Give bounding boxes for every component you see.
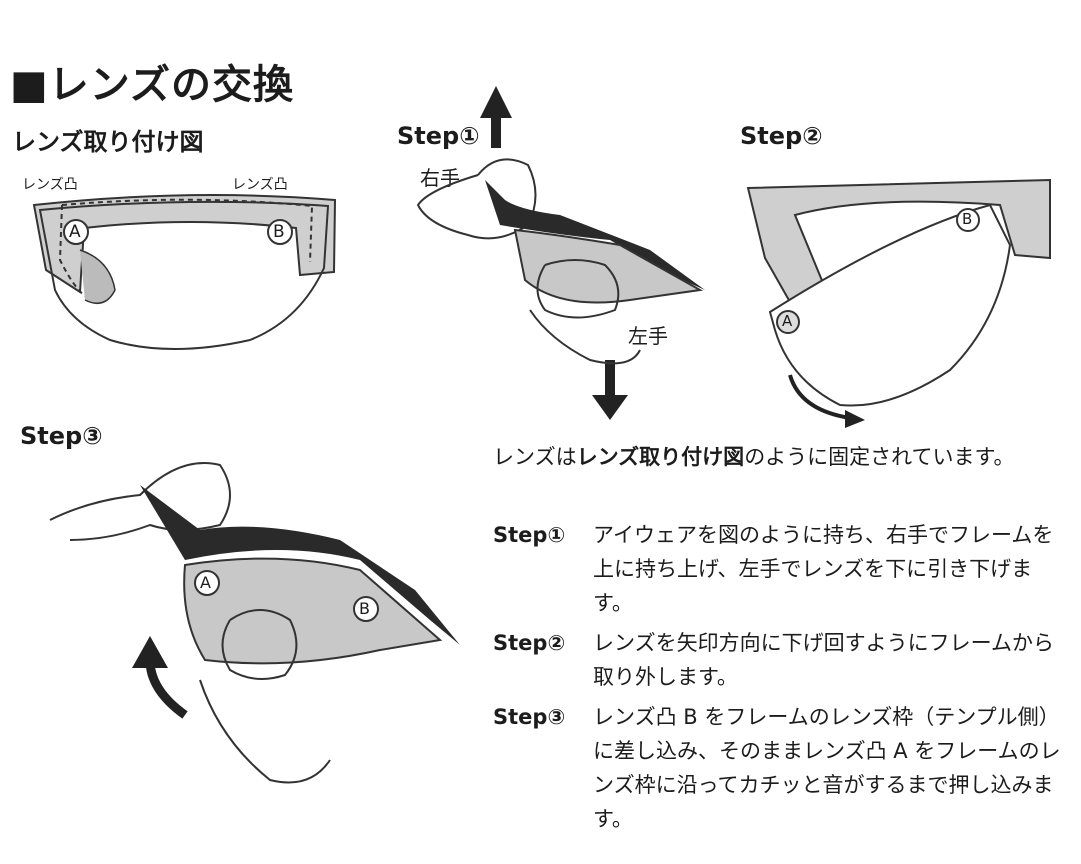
- step-tag: Step①: [493, 523, 566, 547]
- step-tag: Step②: [493, 631, 566, 655]
- step1-figure-heading: Step①: [397, 122, 480, 150]
- step-item-2: Step② レンズを矢印方向に下げ回すようにフレームから取り外します。: [493, 626, 1063, 694]
- intro-text-before: レンズは: [493, 445, 577, 469]
- step-text: レンズを矢印方向に下げ回すようにフレームから取り外します。: [593, 631, 1054, 689]
- step-text: アイウェアを図のように持ち、右手でフレームを上に持ち上げ、左手でレンズを下に引き…: [593, 523, 1054, 615]
- right-hand-label: 右手: [420, 166, 460, 190]
- left-hand-label: 左手: [628, 324, 668, 348]
- step3-marker-a: A: [200, 573, 211, 592]
- marker-a-label: A: [69, 222, 81, 242]
- steps-list: Step① アイウェアを図のように持ち、右手でフレームを上に持ち上げ、左手でレン…: [493, 518, 1063, 842]
- step-item-3: Step③ レンズ凸 B をフレームのレンズ枠（テンプル側）に差し込み、そのまま…: [493, 700, 1063, 836]
- diagram-heading: レンズ取り付け図: [12, 128, 204, 156]
- intro-text-bold: レンズ取り付け図: [576, 445, 745, 469]
- step3-figure-heading: Step③: [20, 422, 103, 450]
- intro-paragraph: レンズはレンズ取り付け図のように固定されています。: [493, 438, 1063, 476]
- step-item-1: Step① アイウェアを図のように持ち、右手でフレームを上に持ち上げ、左手でレン…: [493, 518, 1063, 620]
- page-title: ■レンズの交換: [10, 62, 294, 108]
- step2-marker-b: B: [962, 210, 973, 228]
- step-text: レンズ凸 B をフレームのレンズ枠（テンプル側）に差し込み、そのままレンズ凸 A…: [593, 705, 1061, 831]
- lens-bump-label-right: レンズ凸: [232, 177, 288, 193]
- step2-marker-a: A: [782, 312, 793, 330]
- intro-text-after: のように固定されています。: [744, 445, 1015, 469]
- step-tag: Step③: [493, 705, 566, 729]
- step3-marker-b: B: [359, 599, 370, 618]
- marker-b-label: B: [273, 222, 285, 242]
- lens-bump-label-left: レンズ凸: [22, 177, 78, 193]
- step2-figure-heading: Step②: [740, 122, 823, 150]
